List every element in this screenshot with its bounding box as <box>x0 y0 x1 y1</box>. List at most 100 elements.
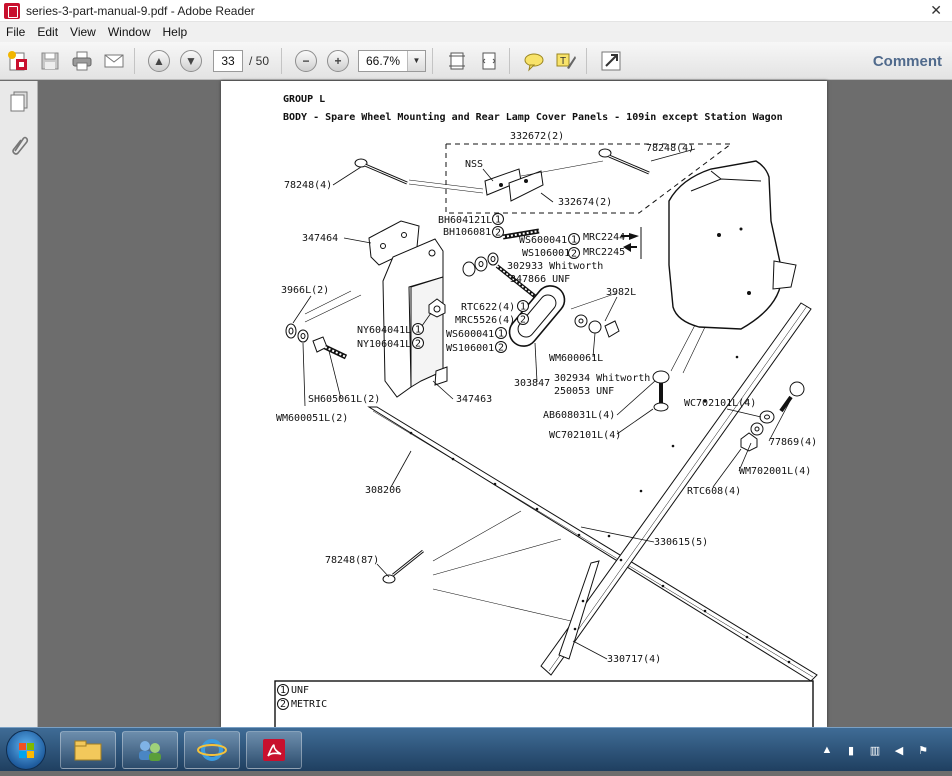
bracket-347463 <box>382 238 448 398</box>
page-number-input[interactable]: 33 <box>213 49 243 72</box>
thread-marker: 2 <box>412 337 424 350</box>
thread-marker: 2 <box>492 226 504 239</box>
device-icon[interactable]: ▮ <box>847 744 855 757</box>
menu-view[interactable]: View <box>70 25 96 39</box>
print-button[interactable] <box>68 47 96 75</box>
paperclip-icon[interactable] <box>9 133 29 155</box>
toolbar-separator <box>281 47 283 74</box>
zoom-select[interactable]: 66.7% ▼ <box>358 49 427 72</box>
part-label: RTC622(4) <box>461 302 515 313</box>
rear-lamp-cover-panel <box>668 160 797 330</box>
legend-num-metric: 2 <box>280 699 286 710</box>
part-label: WS600041 <box>446 329 494 340</box>
part-label: WC702101L(4) <box>549 430 621 441</box>
nss-bracket <box>484 168 544 202</box>
part-label: 332672(2) <box>510 131 564 142</box>
toolbar-separator <box>509 47 511 74</box>
windows-logo-icon <box>19 743 34 758</box>
show-hidden-icons-icon[interactable]: ▲ <box>821 744 833 756</box>
highlight-text-button[interactable]: T <box>552 47 580 75</box>
part-label: 3966L(2) <box>281 285 329 296</box>
save-button[interactable] <box>36 47 64 75</box>
part-label: MRC2244 <box>583 232 625 243</box>
expand-button[interactable] <box>597 47 625 75</box>
part-label: 250053 UNF <box>554 386 614 397</box>
part-label: 347464 <box>302 233 338 244</box>
part-label: WC702101L(4) <box>684 398 756 409</box>
part-label: NSS <box>465 159 483 170</box>
rivet-top-left <box>354 158 408 185</box>
thread-marker-number: 2 <box>498 343 504 354</box>
part-label: WS106001 <box>446 343 494 354</box>
previous-page-button[interactable]: ▲ <box>145 47 173 75</box>
taskbar-network[interactable] <box>122 731 178 769</box>
fit-page-button[interactable] <box>443 47 471 75</box>
toolbar-separator <box>586 47 588 74</box>
action-center-flag-icon[interactable]: ⚑ <box>918 744 928 757</box>
part-label: 302933 Whitworth <box>507 261 603 272</box>
chevron-down-icon[interactable]: ▼ <box>407 50 426 71</box>
part-label: WM600051L(2) <box>276 413 348 424</box>
part-labels: 332672(2)NSS78248(4)78248(4)332674(2)BH6… <box>276 131 817 665</box>
taskbar-adobe-reader[interactable] <box>246 731 302 769</box>
menu-window[interactable]: Window <box>107 25 151 39</box>
part-label: BH604121L <box>438 215 492 226</box>
comment-pane-button[interactable]: Comment <box>872 53 942 70</box>
plus-icon: + <box>327 49 350 72</box>
part-label: MRC5526(4) <box>455 315 515 326</box>
part-label: WM600061L <box>549 353 603 364</box>
sticky-note-button[interactable] <box>520 47 548 75</box>
thread-marker: 2 <box>495 341 507 354</box>
menu-help[interactable]: Help <box>162 25 188 39</box>
network-icon[interactable]: ▥ <box>869 744 881 757</box>
save-icon <box>41 52 59 69</box>
thread-legend: 1 UNF 2 METRIC <box>274 680 814 727</box>
thread-marker-number: 2 <box>571 249 577 260</box>
menu-edit[interactable]: Edit <box>37 25 59 39</box>
thread-marker-number: 2 <box>520 315 526 326</box>
legend-num-unf: 1 <box>280 685 286 696</box>
taskbar-internet-explorer[interactable] <box>184 731 240 769</box>
zoom-in-button[interactable]: + <box>324 47 352 75</box>
zoom-out-button[interactable]: − <box>292 47 320 75</box>
part-label: WS106001 <box>522 248 570 259</box>
part-label: NY604041L <box>357 325 411 336</box>
fit-width-button[interactable] <box>475 47 503 75</box>
parts-diagram: GROUP L BODY - Spare Wheel Mounting and … <box>274 94 818 727</box>
folder-icon <box>74 740 102 761</box>
fit-width-icon <box>482 52 496 69</box>
next-page-button[interactable]: ▼ <box>177 47 205 75</box>
taskbar-explorer[interactable] <box>60 731 116 769</box>
create-pdf-button[interactable] <box>4 47 32 75</box>
speaker-icon[interactable]: ◀ <box>894 744 904 757</box>
part-label: 332674(2) <box>558 197 612 208</box>
strap-330717 <box>558 560 600 660</box>
legend-metric: METRIC <box>291 699 327 710</box>
pdf-page: GROUP L BODY - Spare Wheel Mounting and … <box>221 81 827 727</box>
legend-unf: UNF <box>291 685 309 696</box>
arrow-up-icon: ▲ <box>148 49 170 72</box>
thread-marker: 1 <box>412 323 424 336</box>
thread-marker-number: 2 <box>415 339 421 350</box>
thread-marker-number: 2 <box>495 228 501 239</box>
part-label: 78248(87) <box>325 555 379 566</box>
internet-explorer-icon <box>197 739 227 761</box>
rivet-bottom <box>382 549 424 584</box>
menu-file[interactable]: File <box>6 25 26 39</box>
part-label: WS600041 <box>519 235 567 246</box>
email-button[interactable] <box>100 47 128 75</box>
group-title: GROUP L <box>283 94 325 105</box>
speech-bubble-icon <box>524 53 544 72</box>
thread-marker: 1 <box>495 327 507 340</box>
thread-marker: 1 <box>568 233 580 246</box>
part-label: 330717(4) <box>607 654 661 665</box>
fixing-bolt <box>652 370 670 412</box>
arrow-down-icon: ▼ <box>180 49 202 72</box>
close-window-icon[interactable]: ✕ <box>930 2 942 18</box>
thread-marker-number: 1 <box>415 325 421 336</box>
start-button[interactable] <box>6 730 46 770</box>
part-label: AB608031L(4) <box>543 410 615 421</box>
page-thumbnails-icon[interactable] <box>9 91 29 113</box>
thread-marker-number: 1 <box>495 215 501 226</box>
toolbar: ▲ ▼ 33 / 50 − + 66.7% ▼ T <box>0 42 952 80</box>
